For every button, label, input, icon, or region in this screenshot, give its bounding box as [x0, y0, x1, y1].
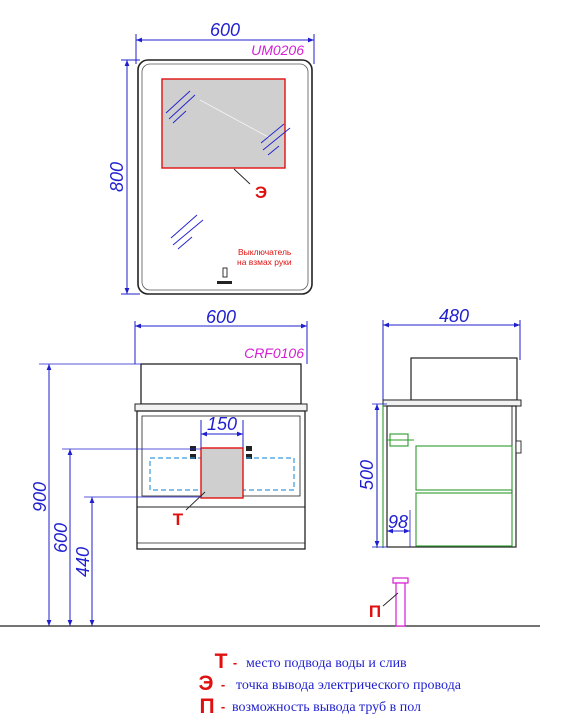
legend-item-water: Т - место подвода воды и слив	[215, 650, 407, 673]
switch-note-line2: на взмах руки	[237, 257, 292, 267]
countertop	[134, 403, 308, 412]
water-point-marker: Т	[173, 510, 184, 529]
electrical-point-marker: Э	[255, 183, 267, 202]
svg-text:-: -	[221, 699, 225, 714]
hinge-icon	[190, 446, 196, 451]
drawer-upper-green	[415, 445, 513, 491]
mirror-light-bar-icon	[217, 281, 232, 284]
cabinet-side-view: 480 500 98	[357, 306, 522, 548]
cabinet-side-body	[386, 405, 517, 548]
depth-label: 480	[439, 306, 469, 326]
side-small-label: 98	[388, 512, 408, 532]
legend-text-water: место подвода воды и слив	[246, 656, 407, 671]
svg-text:-: -	[221, 677, 225, 692]
cabinet-front-view: 600 CRF0106 150 Т 900 600	[30, 307, 308, 626]
mirror-electrical-zone	[161, 78, 286, 169]
cabinet-model-label: CRF0106	[244, 345, 304, 361]
switch-note-line1: Выключатель	[238, 247, 292, 257]
svg-text:Э: Э	[199, 672, 214, 695]
water-supply-zone	[200, 447, 244, 499]
sensor-switch-icon	[222, 267, 228, 278]
hinge-icon	[246, 446, 252, 451]
legend-text-electric: точка вывода электрического провода	[236, 678, 462, 693]
height-label-600: 600	[51, 523, 71, 553]
height-label-440: 440	[73, 547, 93, 577]
legend-item-pipe: П - возможность вывода труб в пол	[199, 695, 421, 718]
hinge-icon	[246, 454, 252, 459]
svg-text:Т: Т	[215, 650, 228, 673]
mirror-width-label: 600	[210, 20, 240, 40]
floor-pipe: П	[369, 577, 409, 627]
legend: Т - место подвода воды и слив Э - точка …	[199, 650, 462, 718]
mirror-reflection-lines	[165, 90, 291, 250]
side-height-label: 500	[357, 460, 377, 490]
drawer-lower-green	[415, 492, 513, 547]
height-label-900: 900	[30, 482, 50, 512]
cabinet-width-label: 600	[206, 307, 236, 327]
hinge-icon	[190, 454, 196, 459]
mirror-model-label: UM0206	[251, 42, 304, 58]
legend-item-electric: Э - точка вывода электрического провода	[199, 672, 462, 695]
svg-text:-: -	[233, 655, 237, 670]
basin-outline	[140, 363, 302, 405]
inner-width-label: 150	[207, 414, 237, 434]
legend-text-pipe: возможность вывода труб в пол	[232, 700, 421, 715]
svg-text:П: П	[199, 695, 214, 718]
mirror-height-label: 800	[107, 162, 127, 192]
basin-side-outline	[410, 357, 518, 401]
mirror-view: 600 UM0206 800 Э Выключатель на	[107, 20, 315, 295]
pipe-marker: П	[369, 602, 381, 621]
